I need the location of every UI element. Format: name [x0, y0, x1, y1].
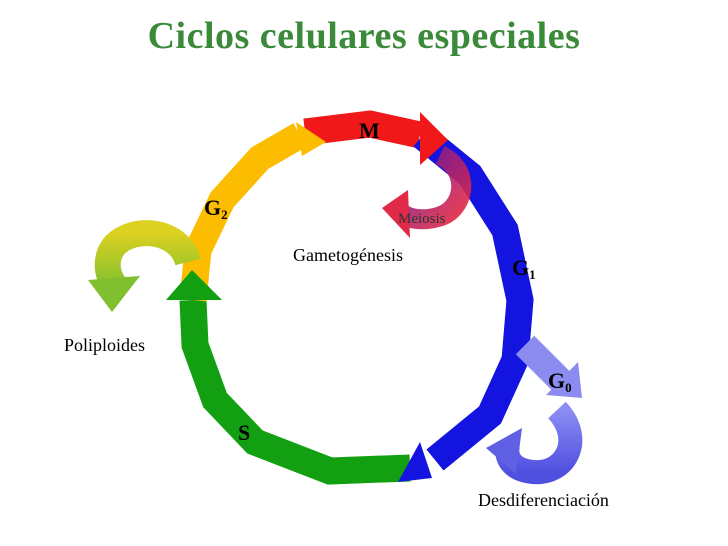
- g0-arrow: [515, 335, 575, 395]
- meiosis-arrow: [392, 145, 472, 230]
- arrowhead-m-to-g1: [420, 112, 448, 165]
- phase-g1-label: G1: [512, 255, 536, 282]
- g1-arc: [413, 125, 534, 471]
- phase-g2-label: G2: [204, 195, 228, 222]
- diagram-title: Ciclos celulares especiales: [147, 15, 581, 57]
- polyploids-arrowhead: [88, 276, 140, 312]
- arrowhead-g1-to-s: [398, 442, 432, 482]
- meiosis-label: Meiosis: [398, 211, 446, 227]
- polyploids-label: Poliploides: [64, 335, 146, 355]
- m-arc: [303, 110, 423, 149]
- dedifferentiation-arrowhead: [486, 428, 522, 474]
- g0-arrowhead: [546, 362, 582, 398]
- polyploids-arrow: [94, 220, 201, 301]
- g2-arc: [179, 123, 307, 302]
- dedifferentiation-label: Desdiferenciación: [478, 490, 609, 510]
- meiosis-arrowhead: [382, 190, 410, 238]
- phase-g0-label: G0: [548, 368, 572, 395]
- gametogenesis-label: Gametogénesis: [293, 245, 403, 265]
- arrowhead-s-to-g2: [166, 270, 222, 300]
- s-arc: [179, 299, 411, 485]
- phase-s-label: S: [238, 420, 251, 445]
- arrowhead-g2-to-m: [296, 122, 326, 156]
- phase-m-label: M: [359, 118, 380, 143]
